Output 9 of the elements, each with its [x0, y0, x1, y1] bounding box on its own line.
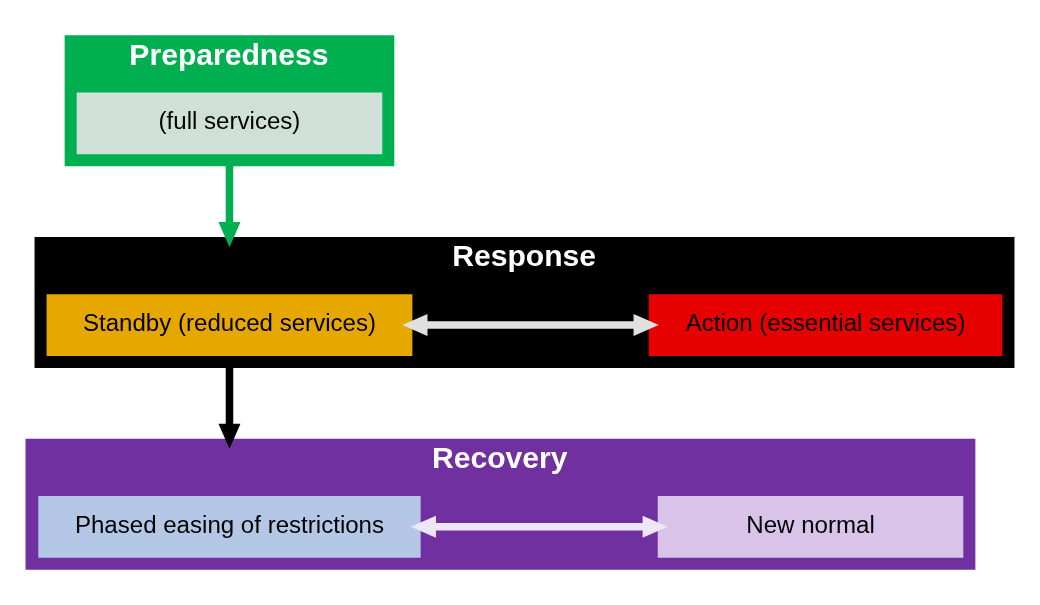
arrow [410, 515, 668, 538]
node-box: New normal [657, 495, 964, 558]
arrow [218, 367, 241, 449]
arrow [218, 165, 241, 248]
node-box: (full services) [76, 92, 383, 155]
node-box: Standby (reduced services) [46, 294, 413, 356]
node-box: Action (essential services) [648, 294, 1003, 356]
arrow [402, 314, 659, 337]
node-box: Phased easing of restrictions [38, 495, 421, 558]
